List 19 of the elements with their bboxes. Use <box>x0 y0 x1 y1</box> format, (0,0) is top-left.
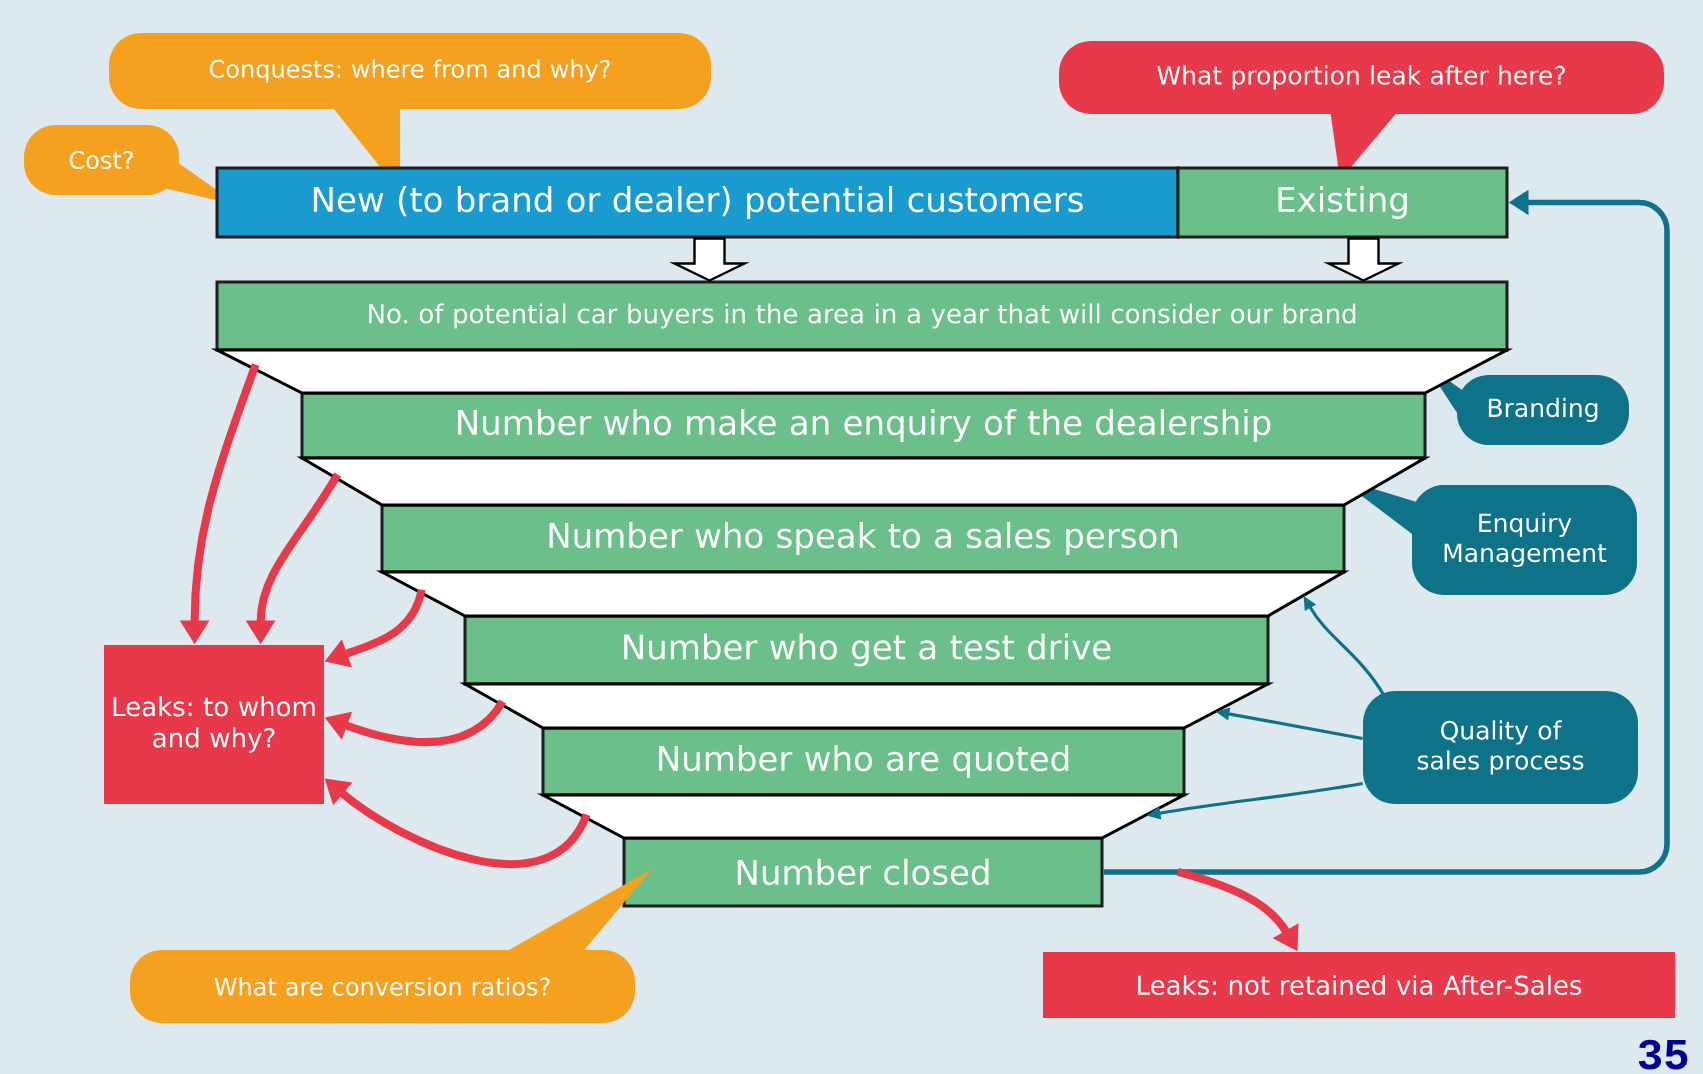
leak-box: Leaks: to whom and why? <box>104 645 324 804</box>
block-arrow <box>1323 237 1404 282</box>
speech-bubble: Quality of sales process <box>1363 691 1638 804</box>
funnel-stage-bar: Number who make an enquiry of the dealership <box>300 391 1427 460</box>
block-arrow <box>669 237 750 282</box>
funnel-stage-bar: Number who get a test drive <box>463 614 1270 686</box>
page-number: 35 <box>1638 1039 1688 1070</box>
speech-bubble: Cost? <box>24 125 238 205</box>
customer-source-bar: Existing <box>1176 166 1509 239</box>
speech-bubble: Enquiry Management <box>1338 478 1637 595</box>
funnel-stage-bar: Number who are quoted <box>541 726 1186 797</box>
funnel-stage-bar: Number who speak to a sales person <box>380 503 1346 574</box>
funnel-stage-bar: No. of potential car buyers in the area in a year that will consider our brand <box>215 280 1509 352</box>
customer-source-bar: New (to brand or dealer) potential customers <box>215 166 1180 239</box>
leak-box: Leaks: not retained via After-Sales <box>1043 952 1675 1018</box>
speech-bubble: Branding <box>1425 364 1629 445</box>
funnel-stage-bar: Number closed <box>622 836 1104 908</box>
speech-bubble: What are conversion ratios? <box>130 869 652 1023</box>
speech-bubble: What proportion leak after here? <box>1059 41 1664 180</box>
